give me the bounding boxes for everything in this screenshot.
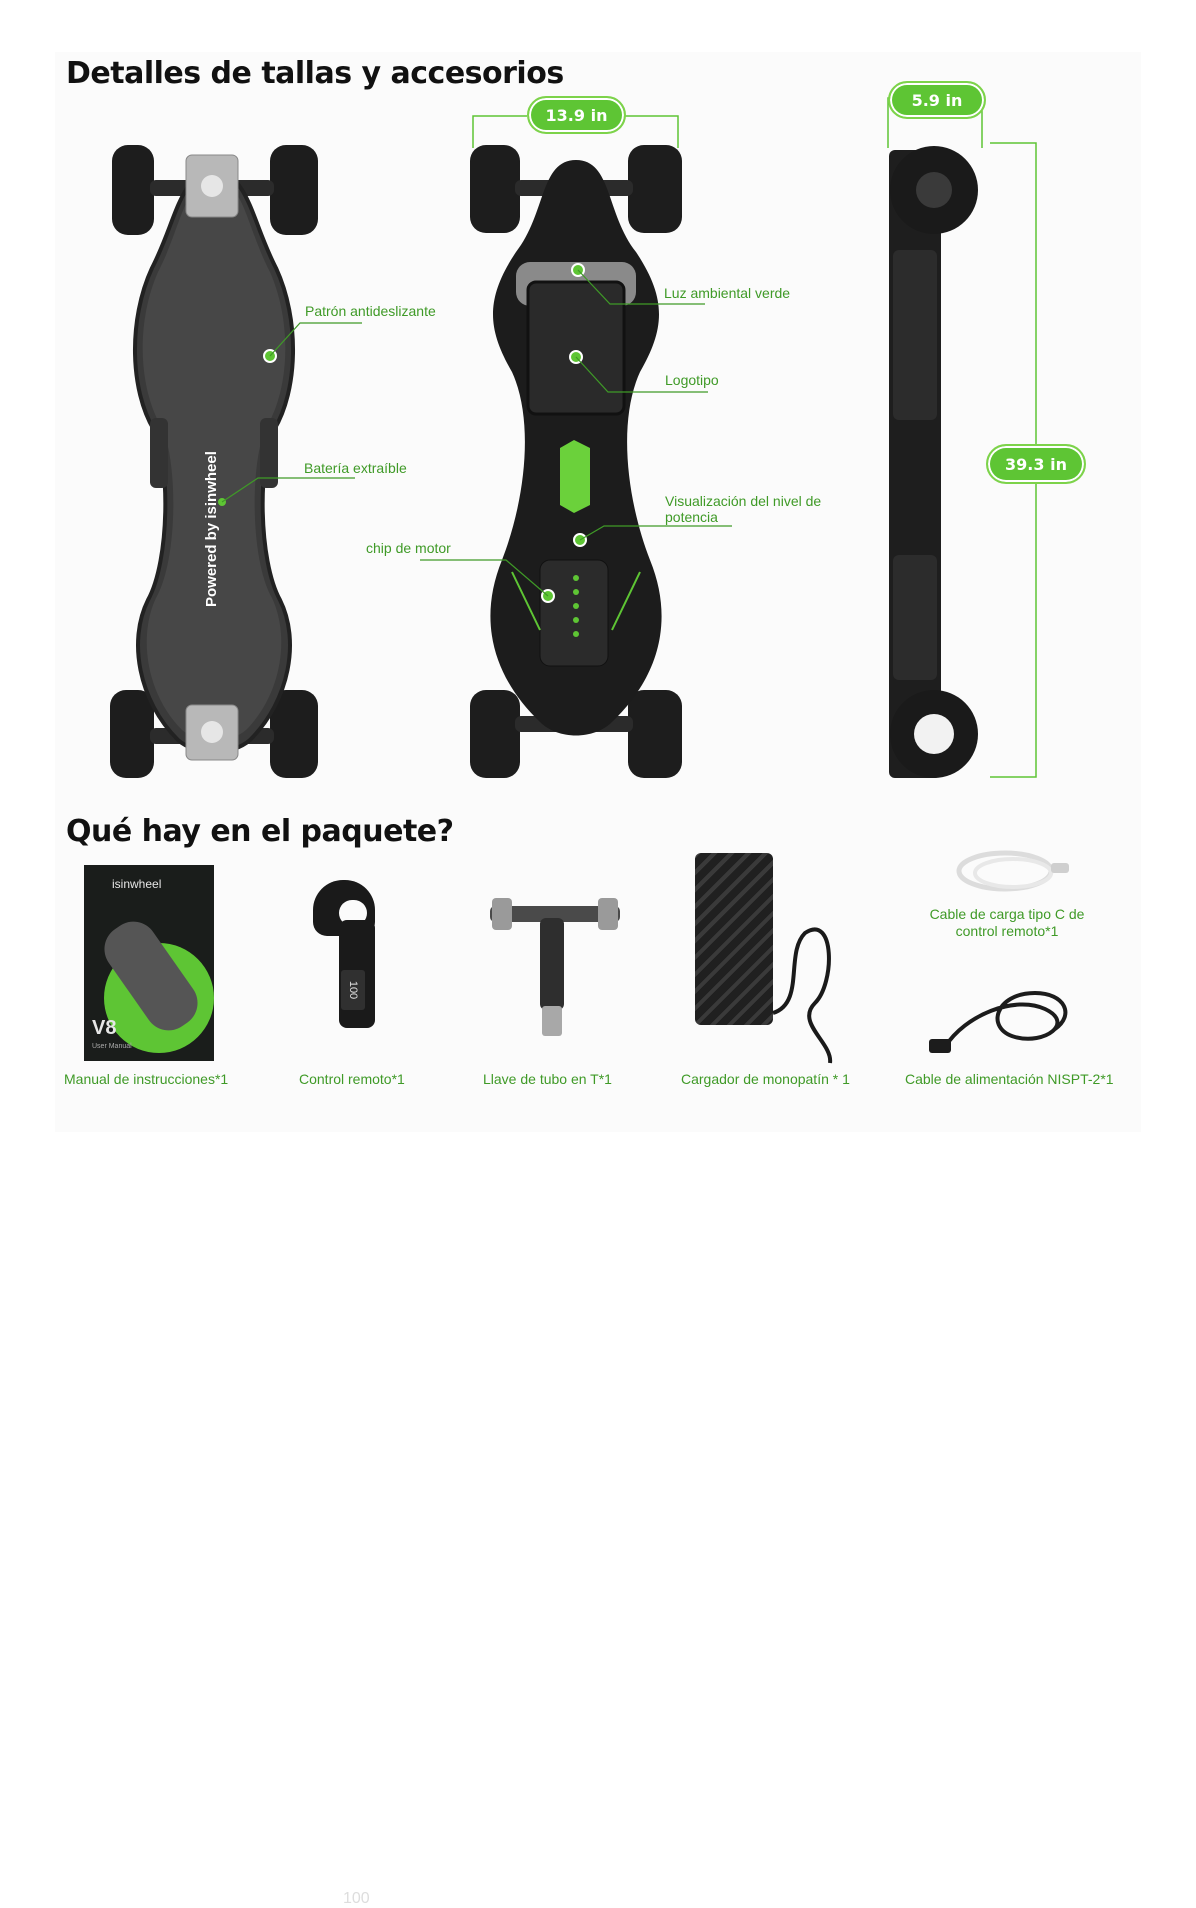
board-top-view: Powered by isinwheel bbox=[110, 97, 1037, 778]
manual-model: V8 bbox=[92, 1017, 117, 1039]
remote-screen-value: 100 bbox=[346, 980, 359, 1000]
antislip-callout: Patrón antideslizante bbox=[305, 303, 436, 319]
remote-display: 100 bbox=[343, 1890, 370, 1907]
ambient-light-callout: Luz ambiental verde bbox=[664, 285, 791, 301]
t-tool-caption: Llave de tubo en T*1 bbox=[483, 1071, 612, 1087]
usb-c-cable-icon bbox=[955, 847, 1073, 895]
power-cable-icon bbox=[925, 985, 1085, 1057]
power-cable-caption: Cable de alimentación NISPT-2*1 bbox=[905, 1071, 1114, 1087]
width-dimension-pill: 13.9 in bbox=[527, 96, 626, 134]
t-tool-icon bbox=[490, 898, 620, 1038]
remote-caption: Control remoto*1 bbox=[299, 1071, 405, 1087]
manual-caption: Manual de instrucciones*1 bbox=[64, 1071, 229, 1087]
power-display-callout: Visualización del nivel de potencia bbox=[665, 493, 822, 525]
battery-callout: Batería extraíble bbox=[304, 460, 407, 476]
package-heading: Qué hay en el paquete? bbox=[66, 814, 454, 849]
manual-image: isinwheel V8 User Manual bbox=[84, 865, 214, 1061]
deck-print-text: Powered by isinwheel bbox=[203, 451, 220, 607]
height-dimension-pill: 5.9 in bbox=[888, 81, 986, 119]
charger-caption: Cargador de monopatín * 1 bbox=[681, 1071, 850, 1087]
remote-screen: 100 bbox=[341, 970, 365, 1010]
length-dimension-pill: 39.3 in bbox=[986, 444, 1086, 484]
manual-brand: isinwheel bbox=[112, 877, 162, 891]
charger-icon bbox=[695, 853, 845, 1064]
manual-subtitle: User Manual bbox=[92, 1043, 132, 1050]
logo-callout: Logotipo bbox=[665, 372, 719, 388]
motor-chip-callout: chip de motor bbox=[366, 540, 451, 556]
sizes-heading: Detalles de tallas y accesorios bbox=[66, 56, 564, 91]
usb-c-cable-caption: Cable de carga tipo C de control remoto*… bbox=[929, 906, 1085, 939]
